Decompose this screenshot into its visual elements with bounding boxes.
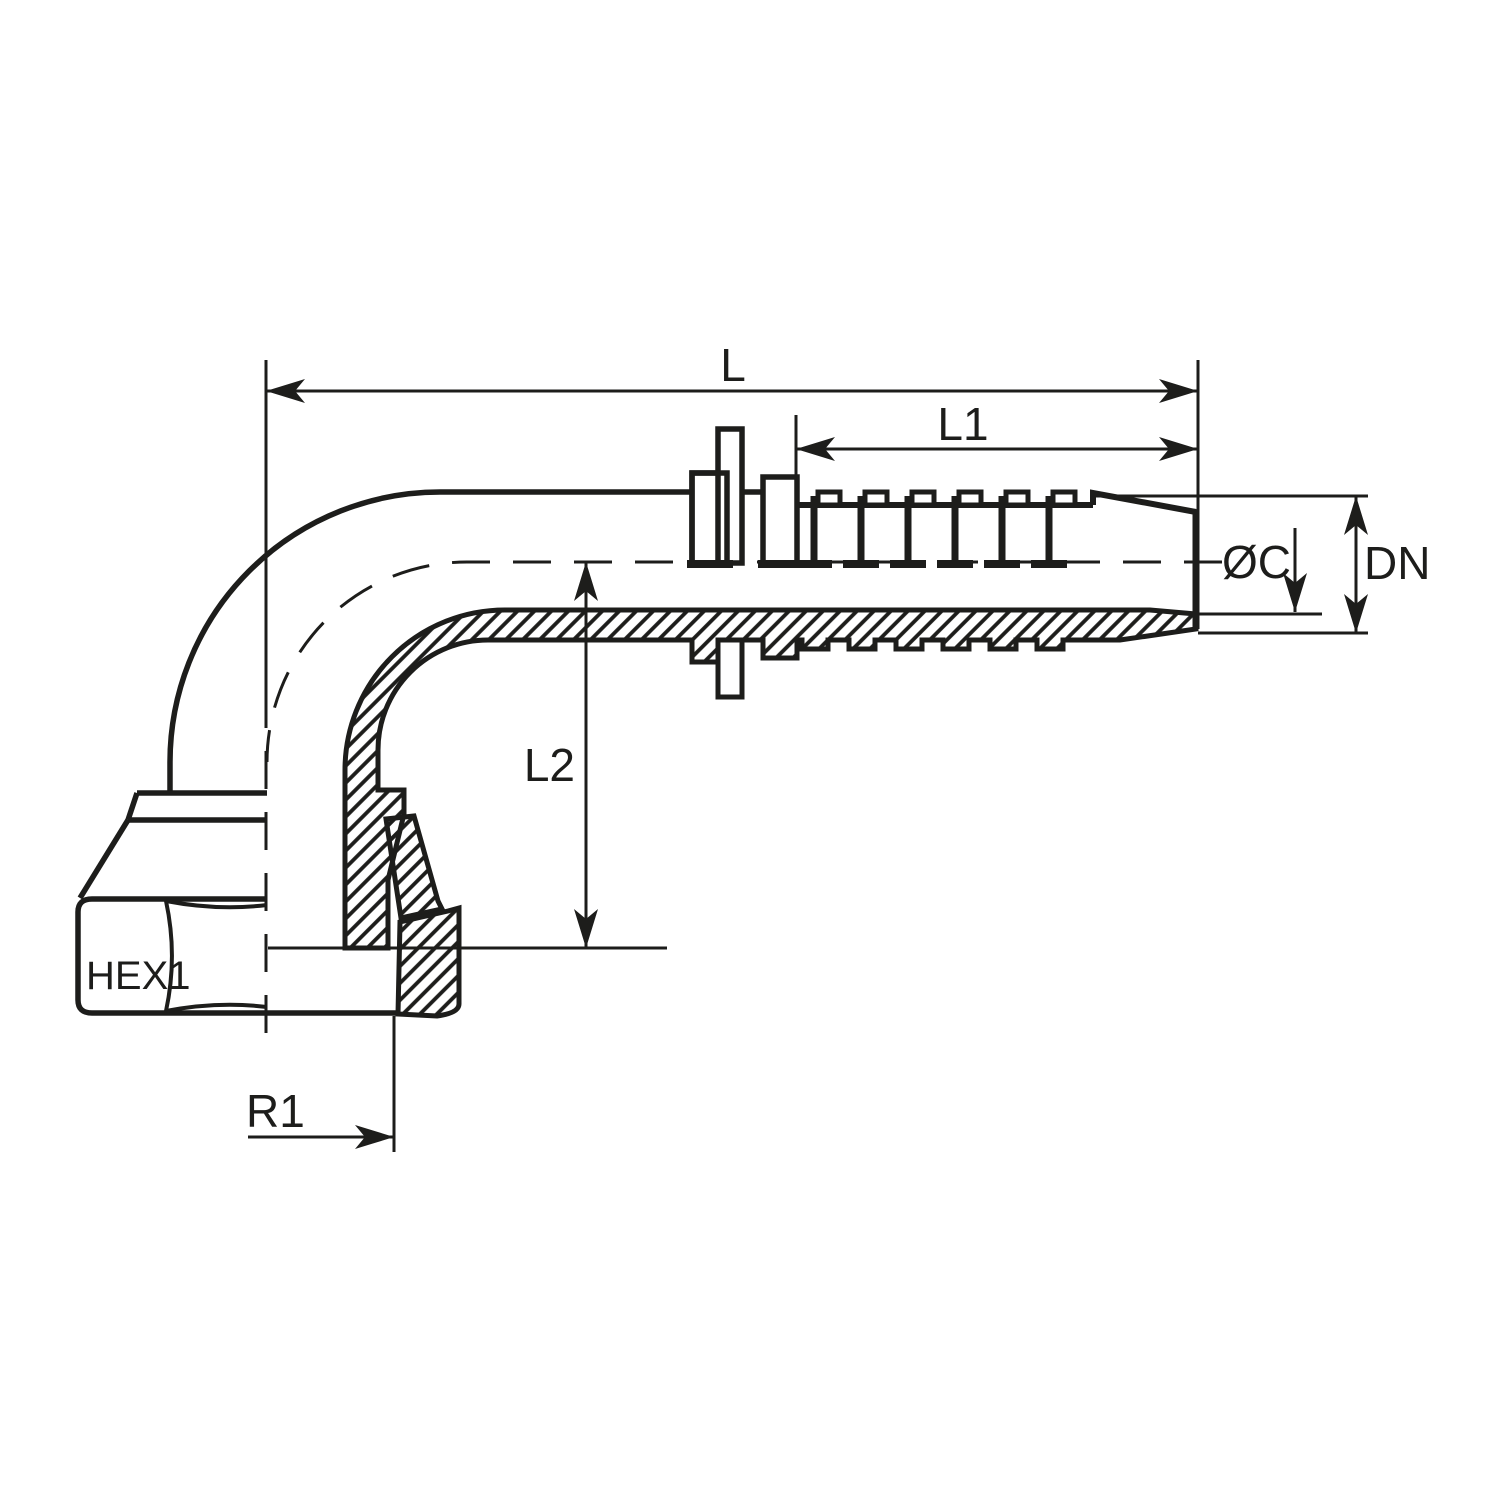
elbow-body-external (167, 426, 1200, 793)
nut-cone-shoulder (77, 818, 131, 900)
washer-left (125, 792, 140, 821)
centerlines (264, 360, 1222, 1046)
dim-label-oc: ØC (1222, 536, 1291, 588)
hex-size-label: HEX1 (86, 954, 191, 998)
dim-label-l1: L1 (937, 398, 988, 450)
barb-feet (687, 560, 1067, 568)
dim-label-l2: L2 (524, 739, 575, 791)
sectioned-tube-wall (342, 607, 1199, 1019)
dimensions: L L1 L2 ØC DN R1 (246, 339, 1430, 1152)
hex-chamfer-top (165, 899, 268, 910)
tube-wall-section (342, 607, 1199, 951)
dim-label-dn: DN (1364, 537, 1430, 589)
stop-collar-ring2 (760, 474, 800, 566)
stop-collar-post (715, 426, 745, 566)
dim-label-r1: R1 (246, 1085, 305, 1137)
dim-label-l: L (720, 339, 746, 391)
hex-silhouette (75, 896, 267, 1016)
hex-flat-divider (164, 900, 174, 1012)
elbow-outer-profile (167, 489, 692, 793)
nut-body-section-lower (395, 904, 462, 1019)
barb-legs (810, 496, 1053, 564)
stop-collar-post-mirror (715, 637, 745, 700)
swivel-nut-external: HEX1 (75, 790, 398, 1016)
hex-chamfer-bottom (165, 1002, 268, 1013)
nut-cone-section-upper (383, 813, 446, 922)
barb-ridges (815, 489, 1078, 508)
tip-taper (1090, 489, 1197, 515)
